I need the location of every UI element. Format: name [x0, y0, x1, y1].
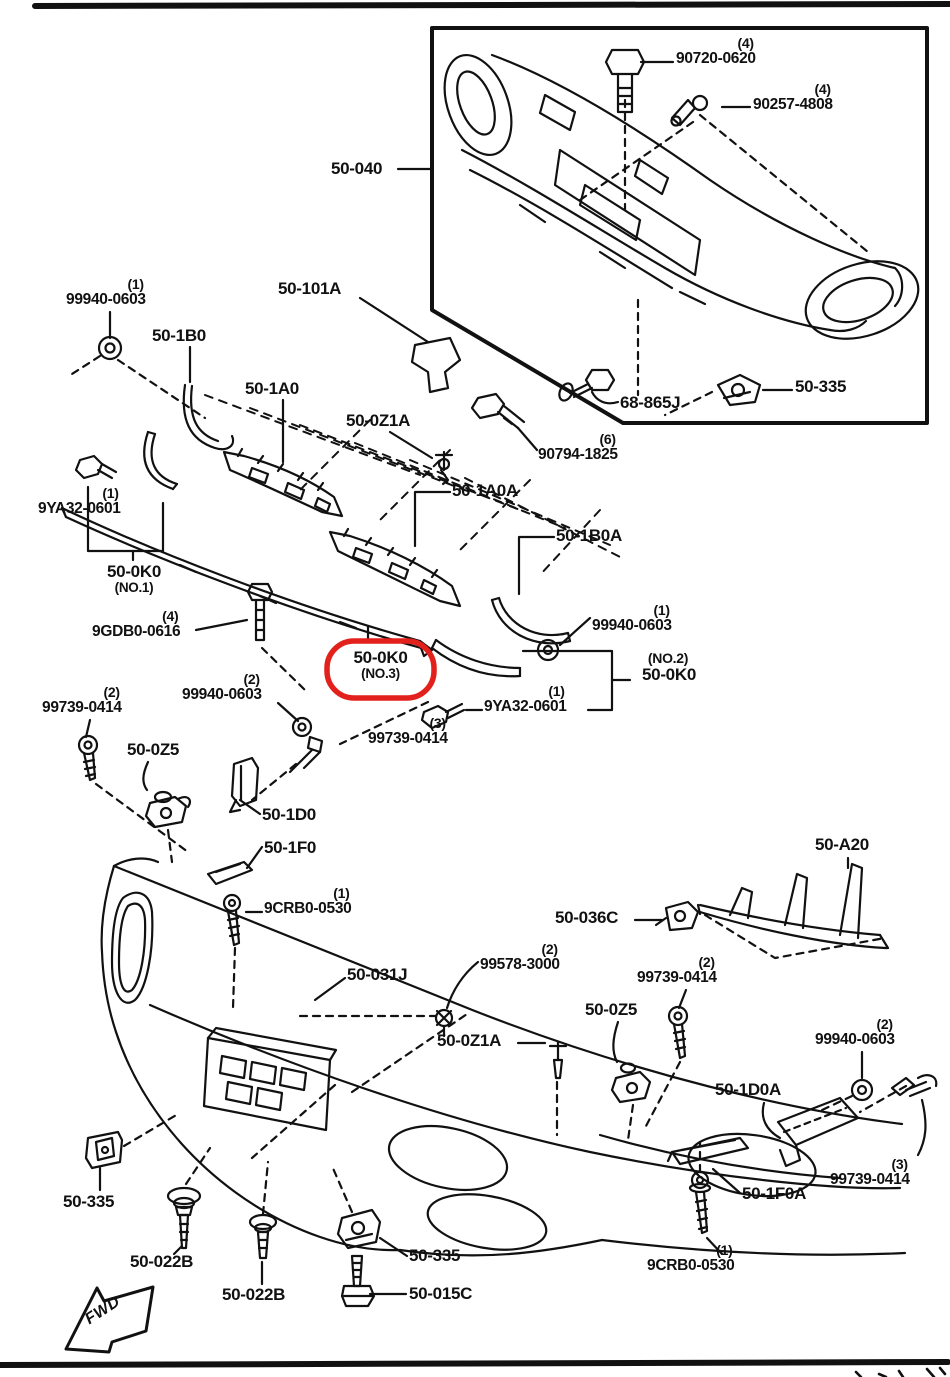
- part-label-99739-0414-a: (2)99739-0414: [42, 684, 122, 716]
- part-label-50-A20: 50-A20: [815, 835, 869, 854]
- part-label-9YA32-0601-a: (1)9YA32-0601: [38, 485, 121, 517]
- part-label-68-865J: 68-865J: [620, 393, 681, 412]
- part-label-9CRB0-0530-b: (1)9CRB0-0530: [647, 1242, 735, 1274]
- part-label-50-1B0A: 50-1B0A: [556, 526, 622, 545]
- inset-box: [396, 26, 929, 425]
- part-label-99739-0414-d: (3)99739-0414: [830, 1156, 910, 1188]
- part-label-99940-0603-b: (1)99940-0603: [592, 602, 672, 634]
- mid-left-parts-art: [77, 734, 260, 1010]
- hatch-plane: [204, 394, 623, 576]
- part-label-50-1B0: 50-1B0: [152, 326, 206, 345]
- part-label-50-101A: 50-101A: [278, 279, 342, 298]
- part-label-50-335-a: 50-335: [795, 377, 847, 396]
- part-label-90794-1825: (6)90794-1825: [538, 431, 618, 463]
- part-label-50-0K0-no2: (NO.2)50-0K0: [642, 650, 696, 684]
- highlight-ring: [324, 638, 437, 701]
- part-label-50-1A0A: 50-1A0A: [452, 481, 518, 500]
- part-label-50-1A0: 50-1A0: [245, 379, 299, 398]
- part-label-99940-0603-c: (2)99940-0603: [182, 671, 262, 703]
- part-label-50-031J: 50-031J: [347, 965, 408, 984]
- reinforcement-beam-art: [443, 53, 920, 417]
- part-label-50-0Z1A-a: 50-0Z1A: [346, 411, 411, 430]
- part-label-50-015C: 50-015C: [409, 1284, 473, 1303]
- part-label-9GDB0-0616: (4)9GDB0-0616: [92, 608, 181, 640]
- part-label-50-1D0: 50-1D0: [262, 805, 316, 824]
- lower-right-parts-art: [434, 862, 938, 1235]
- part-label-99578-3000: (2)99578-3000: [480, 941, 560, 973]
- upper-assembly-art: [60, 335, 572, 802]
- part-label-50-036C: 50-036C: [555, 908, 619, 927]
- part-label-50-335-c: 50-335: [409, 1246, 461, 1265]
- part-label-50-0Z5-b: 50-0Z5: [585, 1000, 638, 1019]
- part-label-50-1F0: 50-1F0: [264, 838, 317, 857]
- part-label-50-335-b: 50-335: [63, 1192, 115, 1211]
- box-fasteners-art: [470, 48, 762, 430]
- bumper-face-art: [100, 857, 907, 1257]
- part-label-50-0K0-no1: 50-0K0(NO.1): [107, 562, 161, 595]
- part-label-9CRB0-0530-a: (1)9CRB0-0530: [264, 885, 352, 917]
- part-label-50-0K0-no3-highlighted: 50-0K0(NO.3): [353, 648, 408, 681]
- part-label-99739-0414-b: (3)99739-0414: [368, 715, 448, 747]
- part-label-9YA32-0601-b: (1)9YA32-0601: [484, 683, 567, 715]
- leader-lines: [84, 60, 927, 1296]
- part-label-50-1F0A: 50-1F0A: [742, 1184, 807, 1203]
- part-label-90257-4808: (4)90257-4808: [753, 81, 833, 113]
- part-label-50-1D0A: 50-1D0A: [715, 1080, 781, 1099]
- part-label-50-022B-b: 50-022B: [222, 1285, 286, 1304]
- part-label-99940-0603-a: (1)99940-0603: [66, 276, 146, 308]
- part-label-50-040: 50-040: [331, 159, 383, 178]
- part-label-90720-0620: (4)90720-0620: [676, 35, 756, 67]
- bottom-fasteners-art: [84, 1112, 382, 1308]
- fwd-arrow: [64, 1285, 155, 1354]
- part-label-99739-0414-c: (2)99739-0414: [637, 954, 717, 986]
- part-label-50-0Z1A-b: 50-0Z1A: [437, 1031, 502, 1050]
- part-label-50-0Z5-a: 50-0Z5: [127, 740, 180, 759]
- part-label-99940-0603-d: (2)99940-0603: [815, 1016, 895, 1048]
- part-label-50-022B-a: 50-022B: [130, 1252, 194, 1271]
